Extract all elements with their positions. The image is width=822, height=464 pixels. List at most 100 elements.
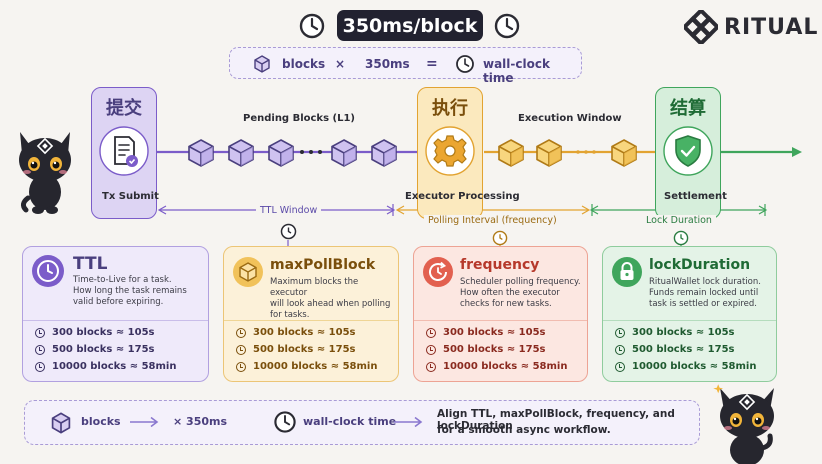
card-ttl: TTL Time-to-Live for a task. How long th… bbox=[22, 246, 209, 382]
cat-mascot bbox=[713, 384, 774, 464]
clock-icon bbox=[35, 361, 45, 372]
card-maxpollblock-row: 300 blocks ≈ 105s bbox=[236, 327, 356, 338]
card-lockduration-row-text: 500 blocks ≈ 175s bbox=[632, 344, 735, 355]
clock-icon bbox=[32, 255, 64, 287]
formula-ms: 350ms bbox=[365, 57, 410, 71]
card-frequency-title: frequency bbox=[460, 257, 540, 273]
brand-name: RITUAL bbox=[724, 15, 819, 40]
card-maxpollblock-title: maxPollBlock bbox=[270, 257, 376, 273]
card-maxpollblock-row-text: 10000 blocks ≈ 58min bbox=[253, 361, 378, 372]
pending-block-cube bbox=[188, 139, 214, 167]
execution-block-cube bbox=[611, 139, 637, 167]
stage-settle: 结算 bbox=[655, 87, 721, 219]
clock-icon bbox=[236, 344, 246, 355]
bottom-summary-bar: blocks × 350ms wall-clock time Align TTL… bbox=[24, 400, 700, 445]
card-frequency-row: 10000 blocks ≈ 58min bbox=[426, 361, 567, 372]
clock-icon bbox=[673, 230, 689, 246]
clock-icon bbox=[426, 344, 436, 355]
formula-times: × bbox=[335, 57, 346, 71]
document-icon bbox=[99, 126, 149, 176]
stage-settle-title: 结算 bbox=[670, 98, 706, 119]
stage-execute: 执行 bbox=[417, 87, 483, 219]
card-ttl-row-text: 10000 blocks ≈ 58min bbox=[52, 361, 177, 372]
shield-check-icon bbox=[663, 126, 713, 176]
card-ttl-row: 500 blocks ≈ 175s bbox=[35, 344, 155, 355]
stage-submit: 提交 bbox=[91, 87, 157, 219]
stage-execute-label: Executor Processing bbox=[405, 191, 520, 202]
execution-block-cube bbox=[536, 139, 562, 167]
bottom-note-line1: Align TTL, maxPollBlock, frequency, and … bbox=[437, 408, 675, 432]
card-maxpollblock-row-text: 500 blocks ≈ 175s bbox=[253, 344, 356, 355]
formula-blocks: blocks bbox=[282, 57, 326, 71]
ttl-window-label: TTL Window bbox=[256, 205, 322, 216]
card-divider bbox=[23, 320, 208, 321]
clock-icon bbox=[615, 361, 625, 372]
arrow-right-icon bbox=[130, 416, 159, 428]
arrow-right-icon bbox=[394, 416, 423, 428]
card-maxpollblock-desc: Maximum blocks the executor will look ah… bbox=[270, 277, 398, 321]
clock-icon bbox=[492, 230, 508, 246]
card-ttl-desc-line: How long the task remains bbox=[73, 286, 187, 296]
card-lockduration-row-text: 10000 blocks ≈ 58min bbox=[632, 361, 757, 372]
card-frequency-row: 500 blocks ≈ 175s bbox=[426, 344, 546, 355]
execution-block-cube bbox=[498, 139, 524, 167]
bottom-result: wall-clock time bbox=[303, 415, 397, 428]
stage-submit-label: Tx Submit bbox=[102, 191, 159, 202]
card-ttl-desc-line: valid before expiring. bbox=[73, 297, 164, 307]
card-frequency-desc-line: checks for new tasks. bbox=[460, 299, 552, 309]
bottom-note-line2: for a smooth async workflow. bbox=[437, 424, 611, 436]
clock-icon bbox=[236, 361, 246, 372]
card-ttl-row-text: 300 blocks ≈ 105s bbox=[52, 327, 155, 338]
card-lockduration-desc-line: RitualWallet lock duration. bbox=[649, 277, 761, 287]
clock-icon bbox=[494, 13, 520, 39]
clock-icon bbox=[615, 344, 625, 355]
clock-icon bbox=[615, 327, 625, 338]
formula-eq: = bbox=[426, 56, 438, 72]
pending-block-cube bbox=[331, 139, 357, 167]
card-maxpollblock-desc-line: will look ahead when polling bbox=[270, 299, 391, 309]
formula-banner: blocks × 350ms = wall-clock time bbox=[229, 47, 582, 85]
card-lockduration-row: 300 blocks ≈ 105s bbox=[615, 327, 735, 338]
card-ttl-desc: Time-to-Live for a task. How long the ta… bbox=[73, 275, 207, 308]
card-frequency-row-text: 500 blocks ≈ 175s bbox=[443, 344, 546, 355]
cube-icon bbox=[51, 412, 71, 434]
card-maxpollblock-desc-line: Maximum blocks the executor bbox=[270, 277, 359, 298]
clock-icon bbox=[35, 344, 45, 355]
cat-mascot bbox=[19, 132, 71, 214]
card-maxpollblock-row: 10000 blocks ≈ 58min bbox=[236, 361, 377, 372]
card-maxpollblock-row-text: 300 blocks ≈ 105s bbox=[253, 327, 356, 338]
card-maxpollblock-desc-line: for tasks. bbox=[270, 310, 310, 320]
clock-icon bbox=[426, 327, 436, 338]
card-frequency-desc-line: How often the executor bbox=[460, 288, 560, 298]
card-lockduration-row: 500 blocks ≈ 175s bbox=[615, 344, 735, 355]
card-frequency-row-text: 10000 blocks ≈ 58min bbox=[443, 361, 568, 372]
card-ttl-desc-line: Time-to-Live for a task. bbox=[73, 275, 172, 285]
lock-icon bbox=[612, 257, 642, 287]
card-divider bbox=[414, 320, 587, 321]
stage-execute-title: 执行 bbox=[432, 98, 468, 119]
card-frequency-desc-line: Scheduler polling frequency. bbox=[460, 277, 581, 287]
clock-icon bbox=[426, 361, 436, 372]
pending-block-cube bbox=[268, 139, 294, 167]
card-divider bbox=[603, 320, 776, 321]
stage-submit-title: 提交 bbox=[106, 98, 142, 119]
pending-blocks-label: Pending Blocks (L1) bbox=[243, 113, 355, 124]
card-maxpollblock: maxPollBlock Maximum blocks the executor… bbox=[223, 246, 399, 382]
card-ttl-row: 10000 blocks ≈ 58min bbox=[35, 361, 176, 372]
bottom-blocks: blocks bbox=[81, 415, 121, 428]
clock-icon bbox=[299, 13, 325, 39]
clock-icon bbox=[236, 327, 246, 338]
clock-icon bbox=[456, 55, 474, 73]
ritual-logo-icon bbox=[684, 10, 718, 44]
card-lockduration-desc: RitualWallet lock duration. Funds remain… bbox=[649, 277, 777, 310]
pending-block-cube bbox=[371, 139, 397, 167]
gear-icon bbox=[425, 126, 475, 176]
card-ttl-row: 300 blocks ≈ 105s bbox=[35, 327, 155, 338]
block-time-pill: 350ms/block bbox=[337, 10, 483, 41]
card-ttl-row-text: 500 blocks ≈ 175s bbox=[52, 344, 155, 355]
card-lockduration-desc-line: task is settled or expired. bbox=[649, 299, 757, 309]
clock-icon bbox=[280, 223, 297, 240]
card-divider bbox=[224, 320, 398, 321]
execution-window-label: Execution Window bbox=[518, 113, 622, 124]
lock-duration-label: Lock Duration bbox=[642, 215, 716, 226]
